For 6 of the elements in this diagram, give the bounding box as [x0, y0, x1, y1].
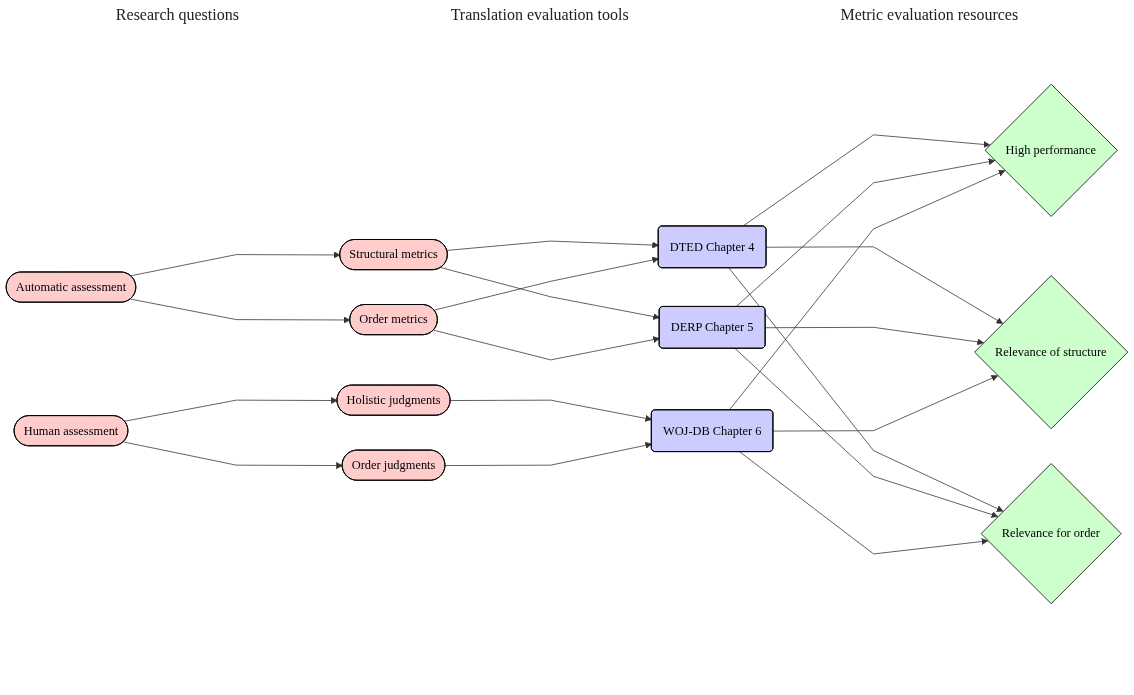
section-heading: Metric evaluation resources [840, 6, 1019, 24]
section-heading: Research questions [115, 6, 239, 24]
node-diamond: Relevance of structure [974, 275, 1129, 430]
node-diamond: Relevance for order [980, 463, 1122, 605]
node-diamond: High performance [984, 83, 1118, 217]
section-heading: Translation evaluation tools [450, 6, 629, 24]
